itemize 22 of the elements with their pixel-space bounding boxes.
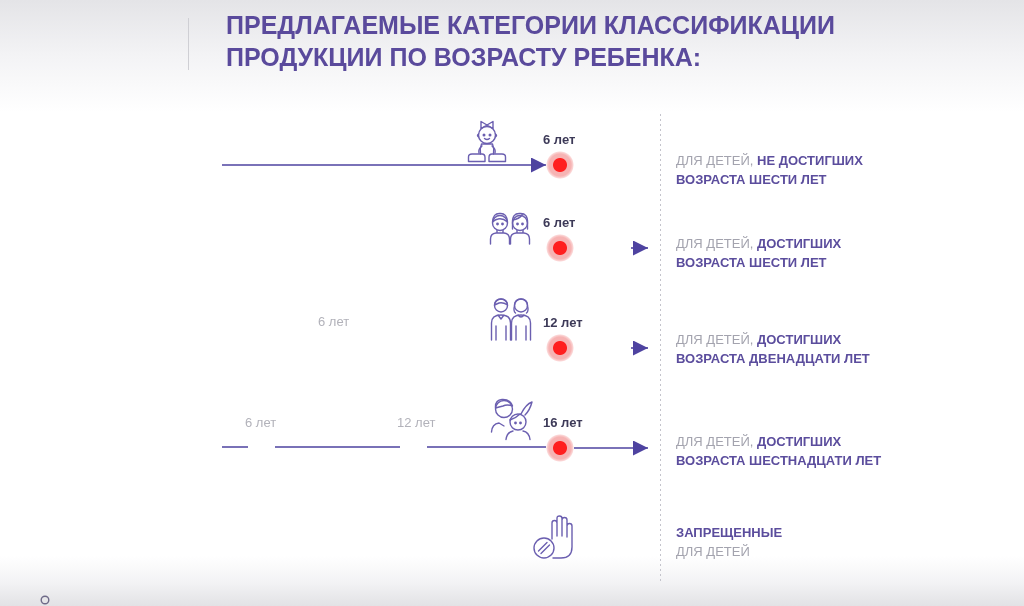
- faded-age-label: 6 лет: [318, 314, 350, 330]
- arrow: [630, 240, 649, 256]
- arrow: [573, 440, 649, 456]
- age-label: 16 лет: [543, 415, 583, 431]
- category-text: ДЛЯ ДЕТЕЙ, НЕ ДОСТИГШИХ ВОЗРАСТА ШЕСТИ ЛЕТ: [676, 151, 864, 189]
- category-text: ДЛЯ ДЕТЕЙ, ДОСТИГШИХ ВОЗРАСТА ШЕСТИ ЛЕТ: [648, 233, 908, 272]
- title-heading: ПРЕДЛАГАЕМЫЕ КАТЕГОРИИ КЛАССИФИКАЦИИ ПРОДУКЦИИ ПО ВОЗРАСТУ РЕБЕНКА:: [226, 10, 836, 73]
- age-label: 6 лет: [543, 132, 576, 148]
- age-marker-dot: [546, 434, 574, 462]
- category-text: ДЛЯ ДЕТЕЙ, ДОСТИГШИХ ВОЗРАСТА ДВЕНАДЦАТИ ЛЕТ: [648, 329, 908, 368]
- age-label: 6 лет: [543, 215, 576, 231]
- age-marker-dot: [546, 334, 574, 362]
- faded-age-label: 6 лет: [245, 415, 277, 431]
- category-text: ЗАПРЕЩЕННЫЕ ДЛЯ ДЕТЕЙ: [676, 523, 784, 561]
- age-label: 12 лет: [543, 315, 583, 331]
- faded-age-label: 12 лет: [397, 415, 436, 431]
- timeline-line: [221, 446, 547, 448]
- age-marker-dot: [546, 234, 574, 262]
- age-marker-dot: [546, 151, 574, 179]
- arrow: [630, 340, 649, 356]
- category-text: ДЛЯ ДЕТЕЙ, ДОСТИГШИХ ВОЗРАСТА ШЕСТНАДЦАТИ ЛЕТ: [648, 431, 908, 470]
- arrow: [221, 157, 547, 173]
